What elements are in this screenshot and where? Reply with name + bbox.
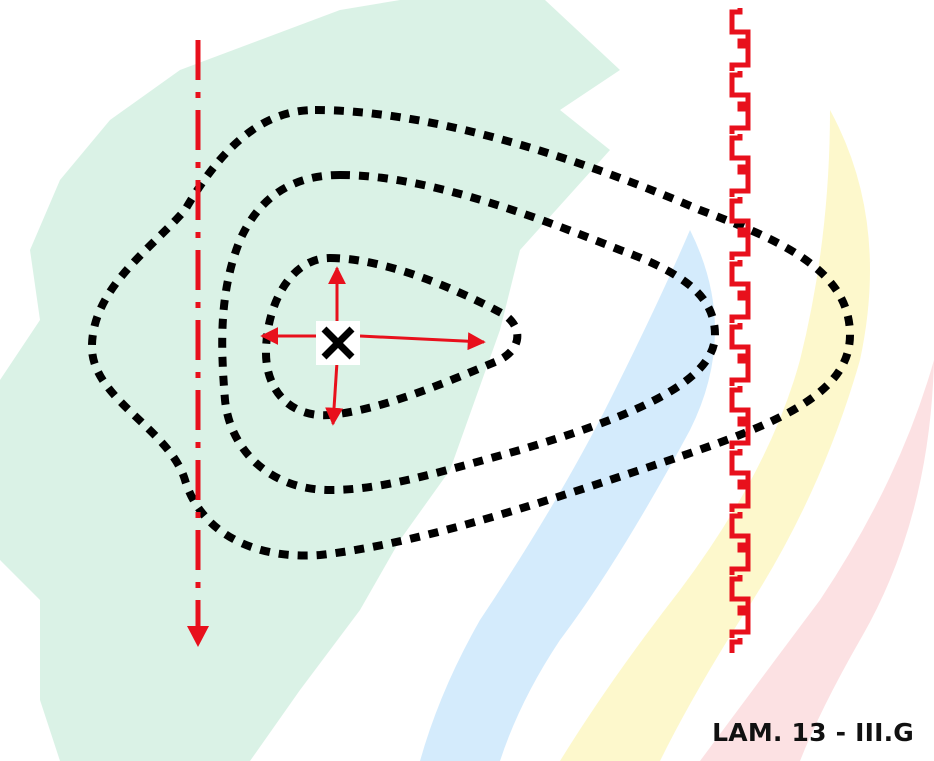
plate-label: LAM. 13 - III.G <box>712 718 914 747</box>
greek-key-fence-icon <box>722 8 762 653</box>
x-mark-icon <box>316 321 360 365</box>
